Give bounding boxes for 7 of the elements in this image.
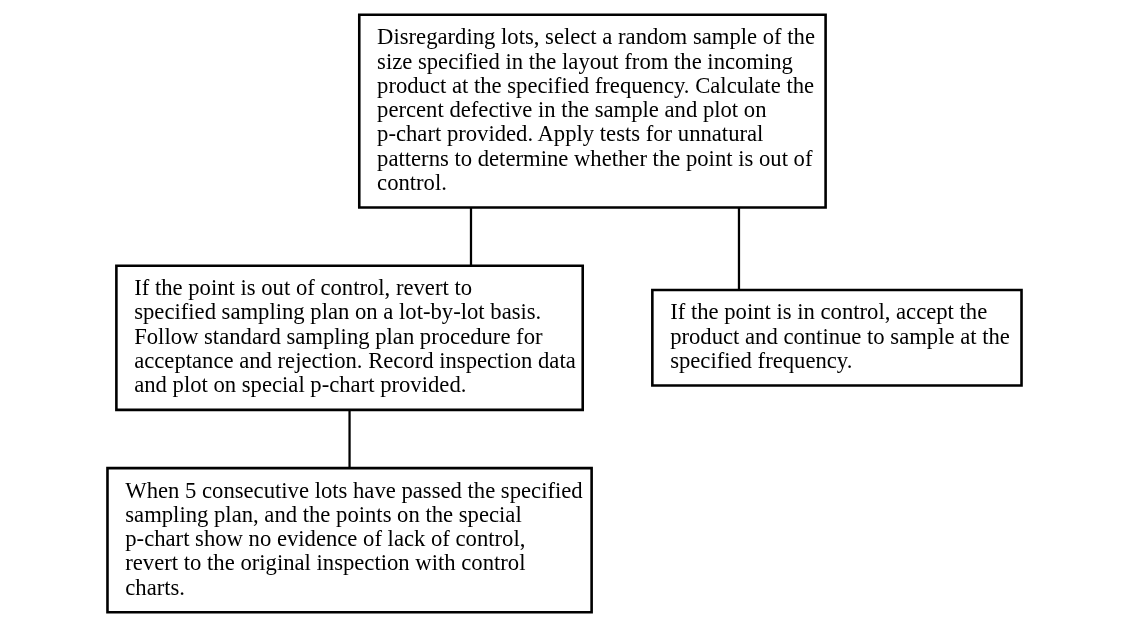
connector xyxy=(737,207,741,290)
node-box: If the point is out of control, revert to specified sampling plan on a lot-by-lot basis. Follow standard sampling plan procedure for acceptance and rejection. Record inspection data and plot on special p-chart provided. xyxy=(115,264,584,412)
node-box: If the point is in control, accept the product and continue to sample at the specified frequency. xyxy=(651,288,1023,387)
node-box: Disregarding lots, select a random sample of the size specified in the layout from the incoming product at the specified frequency. Calculate the percent defective in the sample and plot on p-chart provided. Apply tests for unnatural patterns to determine whether the point is out of control. xyxy=(357,13,827,209)
connector xyxy=(469,207,473,266)
connector xyxy=(348,410,351,468)
node-box: When 5 consecutive lots have passed the specified sampling plan, and the points on the special p-chart show no evidence of lack of control, revert to the original inspection with control charts. xyxy=(106,466,593,614)
